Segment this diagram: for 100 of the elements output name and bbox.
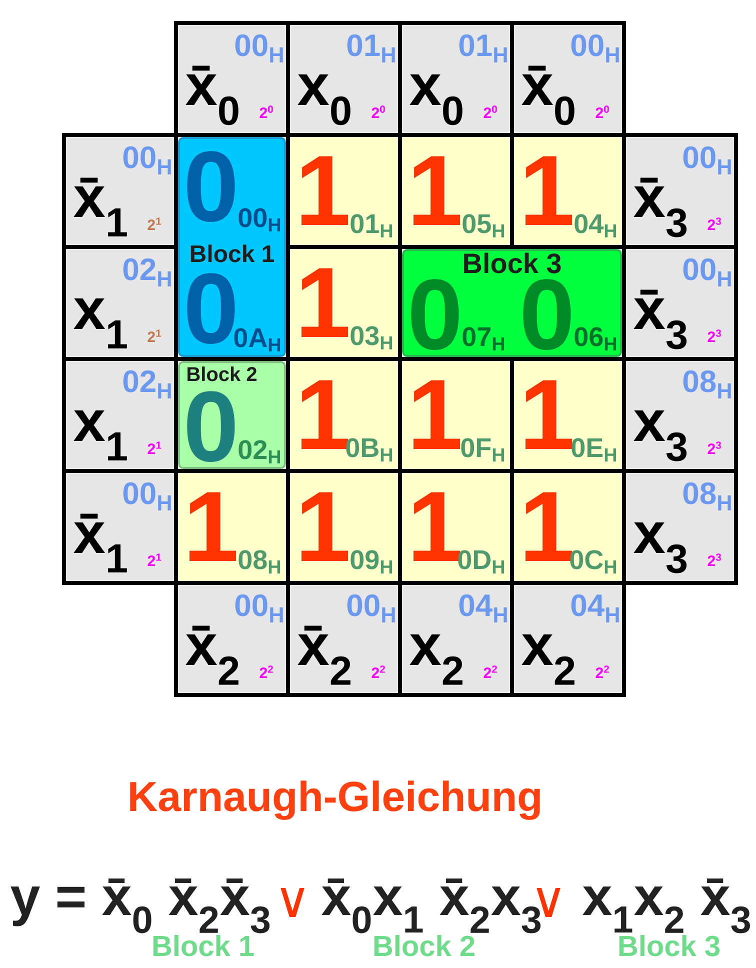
hex-code: 01$_{H}$ (347, 34, 395, 62)
variable-label: x$_{2}$ (522, 634, 574, 685)
header-cell (514, 585, 622, 693)
cell-value: 1 (302, 156, 348, 225)
header-cell (178, 25, 286, 133)
cell-value: 1 (414, 380, 460, 449)
power-label: 2$^{1}$ (148, 218, 162, 230)
map-cell (178, 473, 286, 581)
hex-code: 08$_{H}$ (238, 550, 280, 574)
hex-code: 0B$_{H}$ (346, 438, 392, 462)
power-label: 2$^{3}$ (708, 217, 721, 230)
hex-code: 02$_{H}$ (238, 440, 280, 464)
variable-label: x̄$_{2}$ (186, 626, 238, 685)
cell-value: 0 (187, 391, 235, 462)
header-cell (66, 473, 174, 581)
block-caption: Block 3 (619, 935, 720, 956)
cell-value: 0 (411, 279, 459, 350)
title: Karnaugh-Gleichung (130, 780, 540, 820)
hex-code: 01$_{H}$ (459, 34, 507, 62)
hex-code: 00$_{H}$ (347, 594, 395, 622)
power-label: 2$^{2}$ (260, 665, 273, 678)
hex-code: 00$_{H}$ (571, 34, 619, 62)
cell-value: 1 (302, 380, 348, 449)
variable-label: x$_{3}$ (634, 522, 687, 574)
equation-term: y = x̄$_{0}$ x̄$_{2}$x̄$_{3}$ (10, 878, 270, 934)
map-cell (290, 361, 398, 469)
block-caption: Block 1 (153, 935, 254, 956)
or-symbol: ∨ (280, 888, 304, 917)
power-label: 2$^{0}$ (484, 105, 497, 118)
header-cell (290, 585, 398, 693)
hex-code: 08$_{H}$ (683, 482, 731, 510)
map-cell (402, 473, 510, 581)
power-label: 2$^{1}$ (148, 554, 162, 566)
hex-code: 08$_{H}$ (683, 370, 731, 398)
cell-value: 1 (526, 380, 572, 449)
power-label: 2$^{3}$ (708, 329, 721, 342)
map-cell (402, 361, 510, 469)
cell-value: 1 (302, 268, 348, 337)
power-label: 2$^{2}$ (484, 665, 497, 678)
cell-value: 1 (526, 492, 572, 561)
power-label: 2$^{3}$ (708, 441, 721, 454)
header-cell (626, 249, 734, 357)
cell-value: 1 (414, 156, 460, 225)
variable-label: x̄$_{1}$ (74, 514, 127, 572)
cell-value: 1 (190, 492, 236, 561)
header-cell (626, 361, 734, 469)
variable-label: x$_{1}$ (74, 410, 127, 460)
variable-label: x$_{0}$ (298, 74, 350, 126)
hex-code: 07$_{H}$ (462, 327, 504, 350)
power-label: 2$^{3}$ (708, 553, 721, 566)
hex-code: 00$_{H}$ (683, 258, 731, 286)
hex-code: 06$_{H}$ (574, 327, 616, 350)
cell-value: 0 (187, 273, 235, 344)
map-cell (290, 137, 398, 245)
hex-code: 00$_{H}$ (123, 482, 171, 510)
hex-code: 02$_{H}$ (123, 258, 171, 286)
hex-code: 01$_{H}$ (350, 214, 392, 238)
hex-code: 04$_{H}$ (459, 594, 507, 622)
header-cell (626, 473, 734, 581)
hex-code: 0E$_{H}$ (572, 438, 616, 462)
map-cell (290, 249, 398, 357)
block-caption: Block 2 (374, 935, 474, 956)
variable-label: x$_{1}$ (74, 298, 127, 348)
hex-code: 0A$_{H}$ (234, 328, 280, 352)
cell-value: 1 (414, 492, 460, 561)
hex-code: 00$_{H}$ (235, 594, 283, 622)
map-cell (514, 361, 622, 469)
variable-label: x$_{0}$ (410, 74, 462, 126)
variable-label: x̄$_{1}$ (74, 178, 127, 236)
power-label: 2$^{1}$ (148, 330, 162, 342)
hex-code: 05$_{H}$ (462, 214, 504, 238)
header-cell (514, 25, 622, 133)
power-label: 2$^{2}$ (596, 665, 609, 678)
map-cell (402, 137, 510, 245)
hex-code: 0C$_{H}$ (570, 550, 616, 574)
header-cell (66, 137, 174, 245)
header-cell (66, 361, 174, 469)
hex-code: 03$_{H}$ (350, 326, 392, 350)
hex-code: 0F$_{H}$ (461, 438, 504, 462)
variable-label: x̄$_{3}$ (634, 290, 687, 350)
header-cell (66, 249, 174, 357)
hex-code: 00$_{H}$ (123, 146, 171, 174)
hex-code: 00$_{H}$ (683, 146, 731, 174)
map-cell (290, 473, 398, 581)
header-cell (402, 585, 510, 693)
variable-label: x$_{2}$ (410, 634, 462, 685)
header-cell (290, 25, 398, 133)
hex-code: 04$_{H}$ (574, 214, 616, 238)
header-cell (626, 137, 734, 245)
map-cell (514, 473, 622, 581)
cell-value: 1 (302, 492, 348, 561)
cell-value: 1 (526, 156, 572, 225)
header-cell (402, 25, 510, 133)
map-cell (514, 137, 622, 245)
hex-code: 00$_{H}$ (238, 208, 280, 232)
variable-label: x̄$_{0}$ (522, 66, 574, 126)
hex-code: 04$_{H}$ (571, 594, 619, 622)
variable-label: x̄$_{3}$ (634, 178, 687, 238)
power-label: 2$^{0}$ (260, 105, 273, 118)
header-cell (178, 585, 286, 693)
